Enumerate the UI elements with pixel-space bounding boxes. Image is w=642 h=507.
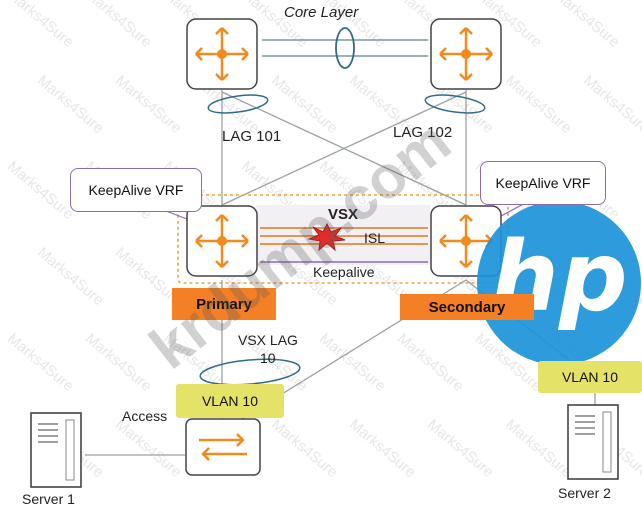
server-1-label: Server 1	[22, 491, 75, 507]
keepalive-vrf-left: KeepAlive VRF	[70, 168, 202, 212]
router-icon	[186, 205, 258, 277]
explosion-icon	[307, 222, 346, 252]
lag101-ring	[207, 94, 269, 114]
router-icon	[186, 18, 258, 90]
lag-101-label: LAG 101	[222, 128, 282, 145]
keepalive-label: Keepalive	[313, 264, 375, 280]
lag-102-label: LAG 102	[393, 124, 453, 141]
link-cross-b	[221, 91, 467, 206]
server-icon	[567, 404, 619, 480]
hp-logo: hp	[477, 201, 641, 365]
primary-tag: Primary	[172, 288, 276, 320]
keepalive-vrf-right: KeepAlive VRF	[480, 161, 606, 205]
core-lag-ring	[335, 27, 355, 69]
lag102-ring	[424, 94, 486, 114]
switch-icon	[185, 418, 261, 476]
router-icon	[430, 18, 502, 90]
vlan-right-badge: VLAN 10	[538, 361, 642, 393]
vsx-lag-label-line1: VSX LAG	[238, 332, 298, 348]
isl-label: ISL	[364, 230, 386, 246]
secondary-tag: Secondary	[400, 294, 534, 320]
access-label: Access	[122, 408, 168, 424]
vsx-label: VSX	[328, 206, 359, 223]
vsx-lag-ring	[199, 358, 301, 386]
server-icon	[30, 412, 82, 488]
vlan-left-badge: VLAN 10	[176, 384, 284, 418]
vsx-lag-label-line2: 10	[260, 350, 276, 366]
server-2-label: Server 2	[558, 485, 611, 501]
vsx-band	[256, 205, 430, 265]
core-layer-title: Core Layer	[284, 4, 359, 21]
